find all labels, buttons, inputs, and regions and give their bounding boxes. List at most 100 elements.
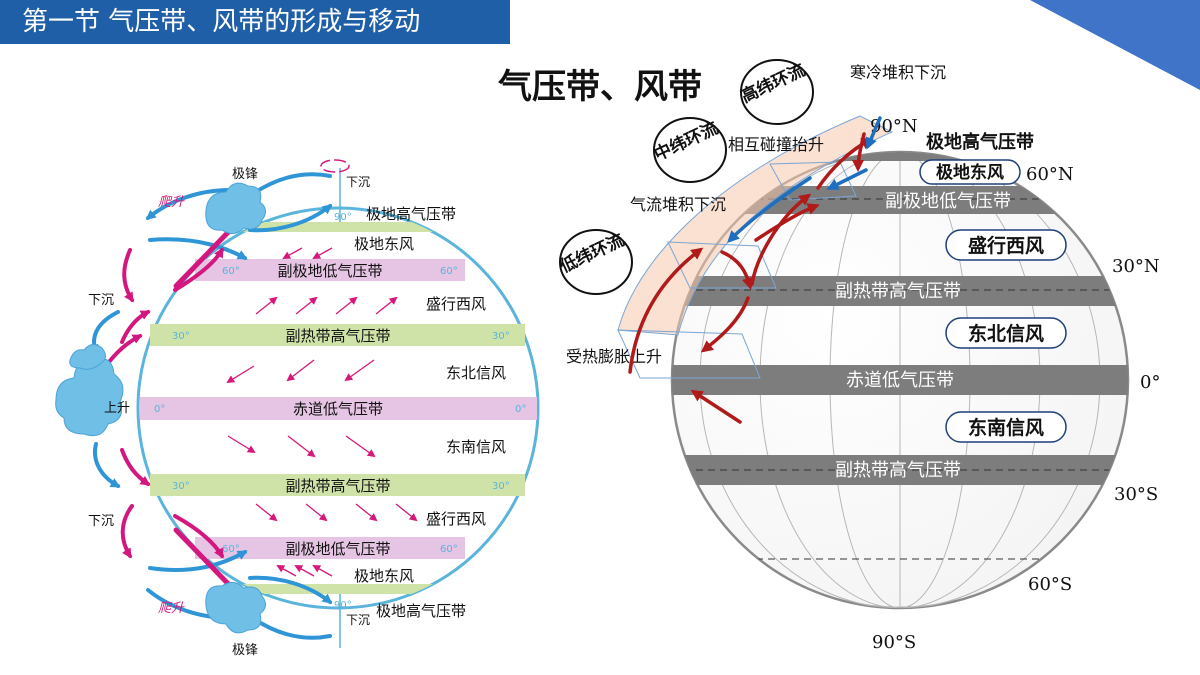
lat-tick: 90° — [334, 600, 352, 611]
circulation-arrow — [826, 168, 868, 190]
left-globe-diagram: 副极地低气压带 副热带高气压带 赤道低气压带 副热带高气压带 副极地低气压带 9… — [55, 159, 540, 658]
circulation-arrow — [852, 132, 866, 172]
circulation-arrow — [93, 442, 121, 488]
sink-label: 下沉 — [88, 514, 114, 529]
circulation-arrow — [145, 188, 232, 220]
collide-rise-label: 相互碰撞抬升 — [728, 135, 824, 154]
wind-arrow — [355, 503, 378, 522]
circulation-arrow — [865, 116, 882, 150]
lat-label: 30°N — [1112, 256, 1160, 277]
wind-arrow — [312, 565, 333, 577]
circulation-arrow — [173, 514, 224, 559]
left-band-label: 副热带高气压带 — [285, 477, 390, 495]
pole-sink-label: 下沉 — [346, 613, 370, 627]
circulation-arrow — [700, 296, 750, 353]
lat-label: 30°S — [1114, 484, 1158, 505]
sink-label: 下沉 — [88, 293, 114, 308]
left-band-subpolar-low-s — [195, 537, 465, 559]
circulation-arrow — [816, 138, 874, 190]
clouds — [55, 182, 266, 634]
wind-arrow — [286, 359, 315, 382]
left-south-easterlies-label: 极地东风 — [354, 567, 414, 585]
left-polar-high-cap-s — [138, 584, 538, 594]
left-se-trades-label: 东南信风 — [446, 438, 506, 456]
wind-arrow — [345, 435, 376, 458]
cloud-south — [205, 582, 266, 634]
wind-pill — [945, 411, 1067, 443]
circulation-arrow — [248, 575, 333, 604]
cloud-equator — [55, 358, 124, 437]
mid-lat-cell-badge — [653, 117, 727, 183]
lat-tick: 60° — [222, 544, 240, 555]
high-lat-cell-badge — [740, 59, 814, 125]
right-band-polar-high — [672, 152, 1128, 161]
lat-tick: 60° — [440, 266, 458, 277]
left-north-easterlies-label: 极地东风 — [354, 235, 414, 253]
circulation-arrow — [247, 614, 332, 640]
circulation-arrow — [148, 237, 248, 260]
equatorial-low-label: 赤道低气压带 — [846, 370, 954, 391]
polar-high-label: 极地高气压带 — [926, 131, 1034, 153]
left-north-westerlies-label: 盛行西风 — [426, 295, 486, 313]
corner-accent — [1030, 0, 1200, 90]
left-south-westerlies-label: 盛行西风 — [426, 510, 486, 528]
wind-pill — [945, 317, 1067, 349]
lat-label: 0° — [1140, 372, 1160, 393]
wind-pill — [919, 159, 1021, 185]
westerlies-label: 盛行西风 — [968, 234, 1044, 257]
wind-arrows — [226, 247, 418, 577]
circulation-arrow — [750, 193, 812, 286]
climb-label: 爬升 — [158, 601, 185, 616]
lat-tick: 90° — [334, 212, 352, 223]
circulation-arrow — [720, 250, 754, 290]
cloud-north — [205, 182, 266, 234]
rise-label: 上升 — [104, 401, 130, 416]
polar-easterlies-label: 极地东风 — [936, 162, 1004, 183]
left-band-label: 赤道低气压带 — [293, 400, 383, 418]
subpolar-low-label: 副极地低气压带 — [885, 191, 1011, 212]
wind-arrow — [395, 503, 418, 522]
right-band-equatorial-low — [672, 365, 1128, 395]
left-band-label: 副热带高气压带 — [285, 327, 390, 345]
left-band-label: 副极地低气压带 — [285, 540, 390, 558]
subtropical-high-n-label: 副热带高气压带 — [835, 281, 961, 302]
wind-arrow — [276, 565, 297, 577]
circulation-arrow — [248, 204, 333, 233]
right-circulation-arrows — [628, 116, 882, 424]
left-ne-trades-label: 东北信风 — [446, 364, 506, 382]
polar-front-label: 极锋 — [232, 167, 258, 182]
low-lat-cell-badge — [559, 229, 633, 295]
cloud-equator-top — [69, 344, 106, 370]
subtropical-high-s-label: 副热带高气压带 — [835, 460, 961, 481]
lat-label: 60°N — [1026, 164, 1074, 185]
lat-label: 90°N — [870, 116, 918, 137]
air-sink-label: 气流堆积下沉 — [630, 195, 726, 214]
left-polar-high-cap-n — [138, 222, 538, 232]
se-trades-label: 东南信风 — [968, 416, 1044, 439]
left-south-polar-high-label: 极地高气压带 — [376, 602, 466, 620]
slab-frame — [667, 241, 777, 289]
pole-sink-label: 下沉 — [346, 175, 370, 189]
left-band-equatorial-low — [140, 397, 537, 420]
section-title: 第一节 气压带、风带的形成与移动 — [22, 7, 421, 37]
circulation-arrow — [122, 248, 134, 303]
slab-frame — [769, 161, 857, 201]
circulation-arrow — [148, 550, 248, 572]
main-title: 气压带、风带 — [497, 67, 702, 107]
left-band-subpolar-low-n — [195, 259, 465, 281]
right-globe-diagram: 极地高气压带 副极地低气压带 副热带高气压带 赤道低气压带 副热带高气压带 极地… — [556, 59, 1160, 653]
lat-label: 60°S — [1028, 574, 1072, 595]
circulation-arrow — [120, 448, 151, 486]
ne-trades-label: 东北信风 — [968, 322, 1044, 345]
wind-pill — [945, 229, 1067, 261]
climb-label: 爬升 — [158, 195, 185, 210]
circulation-arrow — [690, 389, 742, 424]
lat-tick: 0° — [515, 404, 526, 415]
left-band-label: 副极地低气压带 — [277, 262, 382, 280]
left-north-polar-high-label: 极地高气压带 — [366, 205, 456, 223]
wind-arrow — [305, 503, 328, 522]
wind-arrow — [255, 296, 278, 315]
left-band-subtropical-high-s — [150, 474, 525, 496]
circulation-arrow — [247, 172, 332, 198]
